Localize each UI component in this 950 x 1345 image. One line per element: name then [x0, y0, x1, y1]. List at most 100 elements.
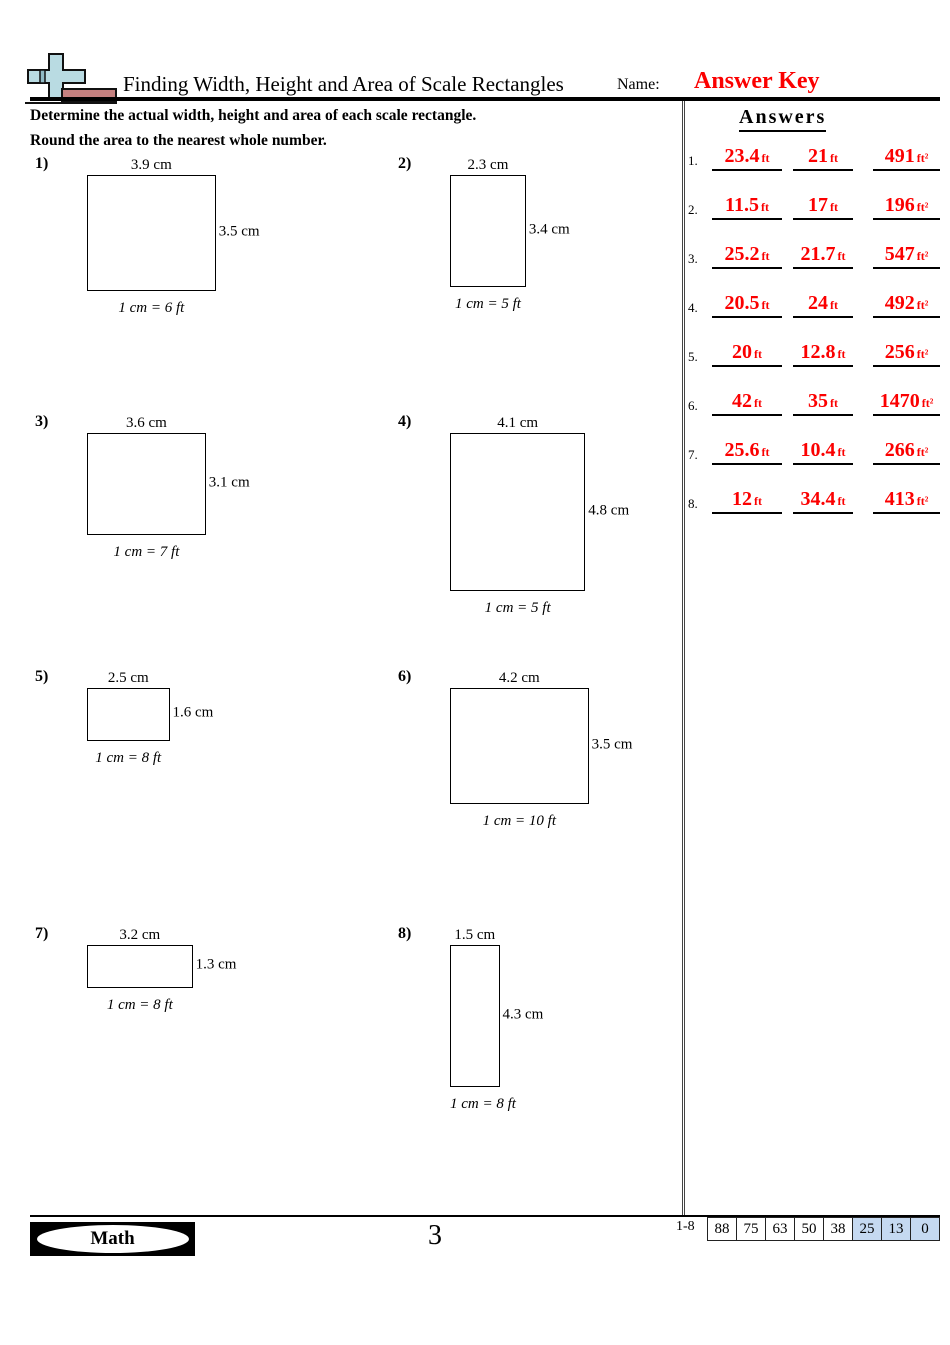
score-cell: 75 — [736, 1217, 766, 1241]
scale-label: 1 cm = 6 ft — [118, 299, 185, 316]
problem-3: 3) 3.6 cm 3.1 cm 1 cm = 7 ft — [35, 413, 250, 560]
problem-6: 6) 4.2 cm 3.5 cm 1 cm = 10 ft — [398, 668, 632, 829]
problem-7: 7) 3.2 cm 1.3 cm 1 cm = 8 ft — [35, 925, 236, 1013]
name-label: Name: — [617, 76, 660, 93]
answer-key-text: Answer Key — [694, 68, 820, 94]
score-cell: 88 — [707, 1217, 737, 1241]
width-label: 3.6 cm — [125, 415, 167, 431]
math-brand-logo: Math — [30, 1222, 195, 1256]
scale-label: 1 cm = 8 ft — [450, 1095, 516, 1112]
answer-row-number: 8. — [688, 496, 698, 511]
score-cell: 13 — [881, 1217, 911, 1241]
score-cell: 50 — [794, 1217, 824, 1241]
width-label: 1.5 cm — [454, 927, 496, 943]
scale-rectangle — [87, 688, 170, 741]
header-divider — [30, 97, 940, 101]
answers-heading: Answers — [739, 106, 827, 132]
scale-label: 1 cm = 7 ft — [113, 544, 180, 561]
height-label: 1.6 cm — [172, 705, 214, 722]
scale-rectangle — [450, 945, 500, 1087]
score-range-label: 1-8 — [676, 1219, 695, 1234]
brand-text: Math — [90, 1228, 135, 1249]
height-label: 4.8 cm — [588, 502, 630, 519]
scale-rectangle — [87, 945, 193, 988]
problem-4: 4) 4.1 cm 4.8 cm 1 cm = 5 ft — [398, 413, 629, 616]
width-label: 3.9 cm — [130, 157, 172, 173]
page-title: Finding Width, Height and Area of Scale … — [123, 72, 564, 96]
scale-label: 1 cm = 8 ft — [106, 996, 173, 1013]
instruction-line-1: Determine the actual width, height and a… — [30, 107, 477, 124]
scale-rectangle — [450, 175, 526, 288]
width-label: 4.1 cm — [497, 415, 539, 431]
problem-number: 1) — [35, 155, 49, 172]
score-cell: 25 — [852, 1217, 882, 1241]
scale-rectangle — [450, 433, 586, 592]
height-label: 3.5 cm — [591, 736, 633, 753]
score-cell: 0 — [910, 1217, 940, 1241]
height-label: 4.3 cm — [502, 1006, 544, 1023]
problem-number: 6) — [398, 668, 412, 685]
answer-row-number: 3. — [688, 251, 698, 266]
answer-row-number: 5. — [688, 349, 698, 364]
height-label: 3.5 cm — [218, 223, 260, 240]
width-label: 2.5 cm — [107, 670, 149, 686]
height-label: 1.3 cm — [195, 957, 237, 974]
width-label: 3.2 cm — [119, 927, 161, 943]
scale-label: 1 cm = 8 ft — [95, 749, 162, 766]
problem-number: 5) — [35, 668, 49, 685]
problem-number: 7) — [35, 925, 49, 942]
brand-ellipse: Math — [36, 1225, 189, 1253]
page-number: 3 — [428, 1220, 442, 1251]
scale-label: 1 cm = 10 ft — [482, 812, 557, 829]
problem-number: 4) — [398, 413, 412, 430]
problem-number: 8) — [398, 925, 412, 942]
problem-5: 5) 2.5 cm 1.6 cm 1 cm = 8 ft — [35, 668, 213, 766]
scale-rectangle — [87, 175, 216, 291]
problem-number: 2) — [398, 155, 412, 172]
problem-1: 1) 3.9 cm 3.5 cm 1 cm = 6 ft — [35, 155, 260, 316]
scale-rectangle — [450, 688, 589, 804]
scale-label: 1 cm = 5 ft — [454, 296, 521, 313]
answer-row-number: 2. — [688, 202, 698, 217]
height-label: 3.4 cm — [528, 221, 570, 238]
answer-row-number: 1. — [688, 153, 698, 168]
width-label: 2.3 cm — [467, 157, 509, 173]
height-label: 3.1 cm — [208, 474, 250, 491]
score-cell: 63 — [765, 1217, 795, 1241]
answer-row-number: 7. — [688, 447, 698, 462]
footer-divider — [30, 1215, 940, 1217]
answer-row-number: 4. — [688, 300, 698, 315]
